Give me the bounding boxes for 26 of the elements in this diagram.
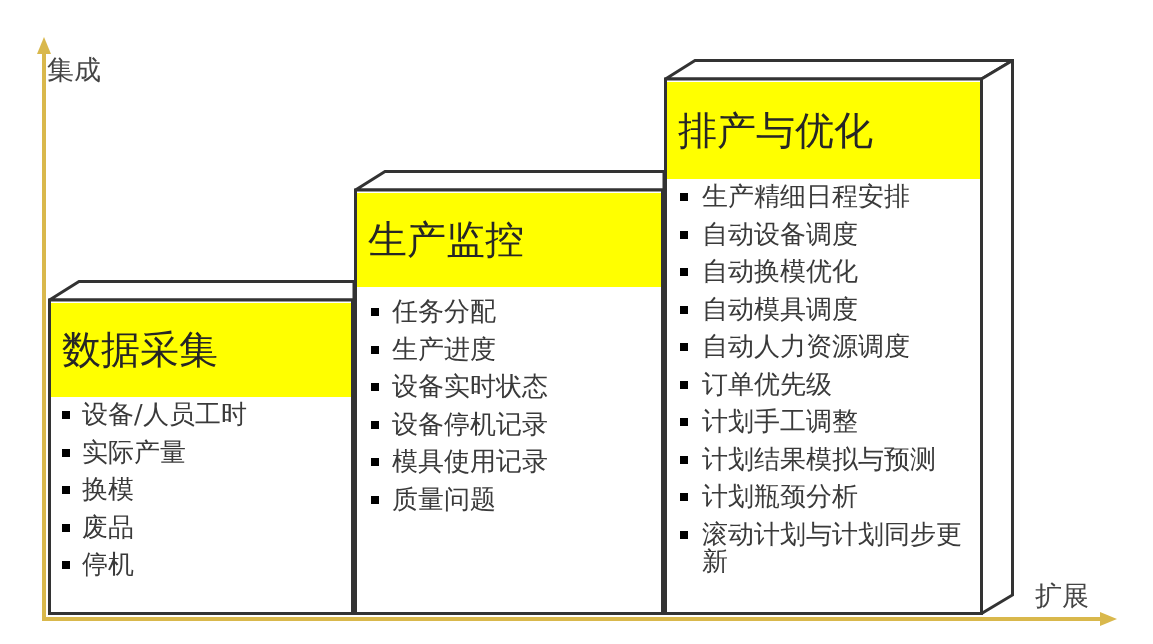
list-item: 任务分配 <box>392 298 496 325</box>
list-item: 计划手工调整 <box>702 408 858 435</box>
list-item: 生产进度 <box>392 335 496 363</box>
list-item: 滚动计划与计划同步更新 <box>702 520 963 575</box>
list-item: 生产精细日程安排 <box>702 183 910 210</box>
list-item: 模具使用记录 <box>392 448 548 475</box>
list-item: 停机 <box>82 551 134 578</box>
list-item: 废品 <box>82 513 134 541</box>
list-item: 自动模具调度 <box>702 295 858 323</box>
list-item: 自动换模优化 <box>702 258 858 285</box>
list-item: 设备实时状态 <box>392 373 548 400</box>
list-item: 设备停机记录 <box>392 410 548 438</box>
list-item: 计划瓶颈分析 <box>702 483 858 510</box>
list-item: 计划结果模拟与预测 <box>702 445 936 473</box>
list-item: 订单优先级 <box>702 370 832 398</box>
step-heading: 数据采集 <box>51 303 351 397</box>
axis-label: 集成 <box>47 54 101 86</box>
list-item: 实际产量 <box>82 438 186 466</box>
list-item: 设备/人员工时 <box>82 401 247 428</box>
step-heading: 排产与优化 <box>667 82 980 179</box>
list-item: 换模 <box>82 476 134 503</box>
list-item: 自动设备调度 <box>702 220 858 248</box>
axis-label: 扩展 <box>1035 580 1089 612</box>
step-heading: 生产监控 <box>357 193 661 287</box>
list-item: 自动人力资源调度 <box>702 333 910 360</box>
list-item: 质量问题 <box>392 485 496 513</box>
